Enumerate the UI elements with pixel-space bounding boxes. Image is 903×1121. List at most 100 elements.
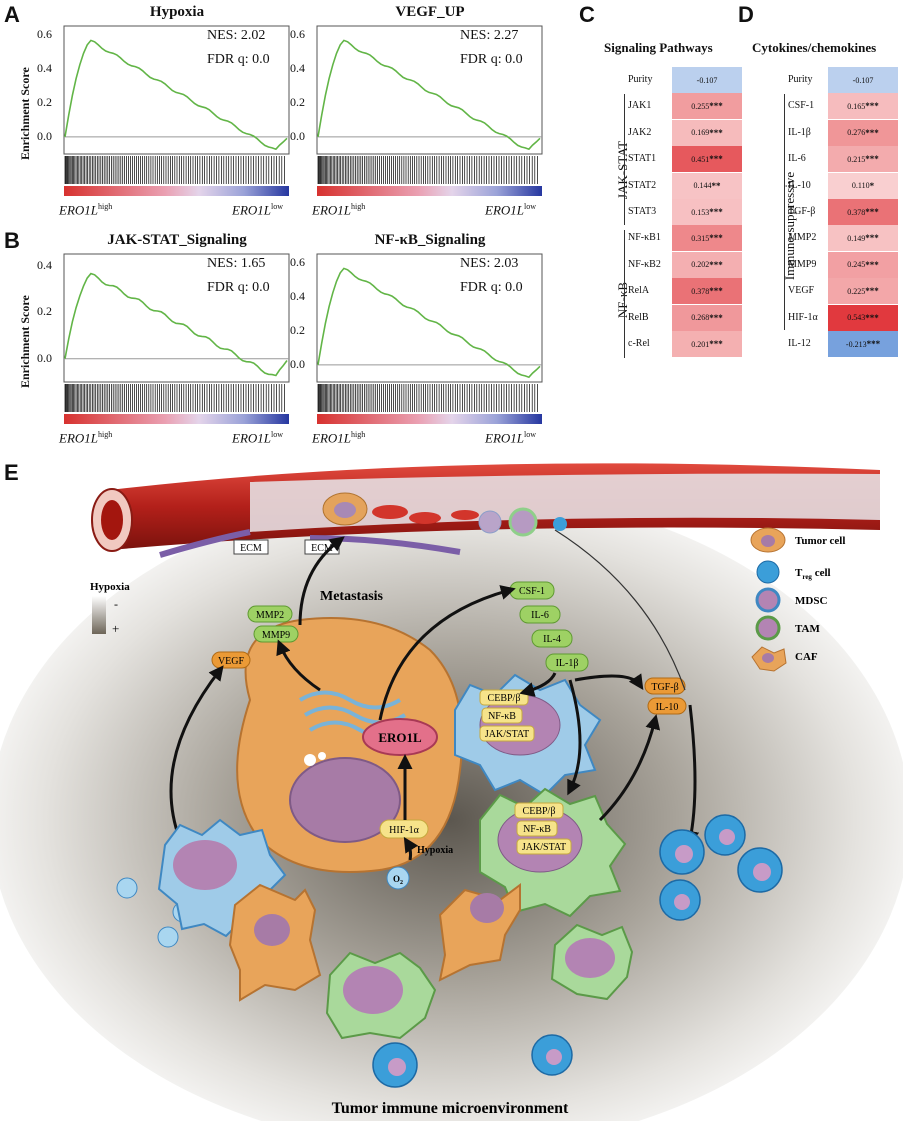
gsea-svg — [63, 253, 290, 424]
heatmap-cell-value: 0.268 — [691, 313, 710, 323]
gsea-y-tick: 0.6 — [290, 254, 305, 269]
heatmap-cell-value: 0.255 — [691, 101, 710, 111]
heatmap-cell-significance: *** — [866, 339, 881, 349]
heatmap-row-label: IL-12 — [788, 338, 811, 349]
ecm-label-2: ECM — [311, 543, 333, 554]
gsea-hit-bars — [317, 156, 538, 184]
heatmap-cell-significance: *** — [865, 101, 879, 112]
il4-label: IL-4 — [543, 634, 561, 645]
heatmap-cell: 0.215*** — [828, 146, 898, 174]
il1b-node — [545, 653, 589, 672]
heatmap-cell: 0.169*** — [672, 119, 742, 147]
gsea-y-tick: 0.4 — [290, 288, 305, 303]
heatmap-cell-value: 0.451 — [691, 154, 710, 164]
heatmap-row-label: STAT3 — [628, 206, 657, 217]
gsea-fdr: FDR q: 0.0 — [207, 52, 270, 67]
heatmap-cell-value: 0.215 — [847, 154, 866, 164]
legend-treg-cell: Treg cell — [795, 567, 831, 581]
gsea-svg — [316, 253, 543, 424]
heatmap-cell-significance: *** — [865, 207, 879, 217]
gsea-rank-gradient — [317, 414, 542, 424]
heatmap-cell: 0.225*** — [828, 278, 898, 306]
heatmap-cell-value: -0.107 — [696, 75, 718, 85]
csf1-label: CSF-1 — [519, 586, 545, 597]
heatmap-cell-significance: *** — [865, 312, 879, 323]
heatmap-row-label: MMP9 — [788, 258, 817, 270]
treg-nuclei — [388, 829, 771, 1076]
gsea-frame — [63, 253, 290, 383]
gsea-group-high: ERO1Lhigh — [312, 430, 366, 446]
heatmap-cell-value: 0.245 — [847, 260, 866, 270]
heatmap-cell-significance: *** — [865, 127, 879, 138]
jak-label-2: JAK/STAT — [522, 842, 566, 853]
caf-cell-right — [438, 883, 521, 982]
heatmap-cell-value: 0.201 — [691, 339, 710, 349]
gsea-y-tick: 0.0 — [37, 350, 52, 365]
thin-arrow — [554, 529, 686, 691]
il4-node — [531, 629, 573, 648]
gsea-rank-gradient — [64, 414, 289, 424]
gsea-plot-title: JAK-STAT_Signaling — [107, 232, 247, 248]
legend-caf: CAF — [795, 651, 818, 663]
heatmap-cell: -0.107 — [828, 67, 898, 94]
heatmap-cell-significance: *** — [709, 259, 723, 270]
il6-label: IL-6 — [531, 610, 549, 621]
heatmap-cell: 0.315*** — [672, 225, 742, 253]
gsea-plot-title: Hypoxia — [149, 4, 205, 20]
heatmap-row-label: STAT2 — [628, 179, 657, 191]
gsea-enrichment-curve — [317, 267, 541, 379]
heatmap-cell: 0.378*** — [828, 199, 898, 226]
hypoxia-arrow-label: Hypoxia — [417, 845, 453, 856]
panel-letter-c: C — [579, 2, 595, 27]
gsea-group-low: ERO1Llow — [232, 430, 283, 446]
hypoxia-legend-plus: + — [112, 621, 119, 636]
heatmap-cell-value: 0.276 — [847, 128, 866, 138]
blood-vessel — [91, 463, 880, 552]
ecm-label-1: ECM — [240, 543, 262, 554]
gsea-rank-gradient — [64, 186, 289, 196]
cebp-label-1: CEBP/β — [488, 693, 521, 704]
gsea-group-high: ERO1Lhigh — [59, 202, 113, 218]
gsea-fdr: FDR q: 0.0 — [460, 52, 523, 67]
gsea-hit-bars — [64, 384, 285, 412]
vegf-label: VEGF — [218, 656, 245, 667]
jak-node-1 — [479, 725, 535, 742]
heatmap-cell: 0.153*** — [672, 199, 742, 226]
gsea-fdr: FDR q: 0.0 — [460, 280, 523, 295]
gsea-frame — [316, 25, 543, 155]
heatmap-cell: 0.276*** — [828, 119, 898, 147]
legend-tumor-cell: Tumor cell — [795, 535, 845, 547]
caf-cell-left — [228, 883, 322, 1002]
heatmap-cell-significance: *** — [865, 259, 879, 270]
hif-label: HIF-1α — [389, 825, 419, 836]
gsea-group-low: ERO1Llow — [232, 202, 283, 218]
cebp-node-2 — [514, 802, 564, 819]
mmp2-node — [247, 605, 293, 623]
heatmap-row-label: Purity — [628, 74, 653, 85]
heatmap-cell-value: -0.107 — [852, 75, 874, 85]
heatmap-cell: 0.144** — [672, 172, 742, 200]
heatmap-cell: 0.255*** — [672, 93, 742, 121]
heatmap-cell-value: 0.225 — [847, 286, 866, 296]
gsea-plot-title: VEGF_UP — [395, 4, 465, 20]
ero1l-label: ERO1L — [378, 730, 422, 745]
gsea-y-tick: 0.2 — [37, 94, 52, 109]
heatmap-row-label: RelB — [628, 311, 649, 323]
heatmap-cell-significance: *** — [865, 286, 879, 297]
heatmap-cell: 0.543*** — [828, 304, 898, 332]
vessel-immune-cell-1 — [478, 510, 502, 534]
metastasis-label: Metastasis — [320, 589, 384, 604]
panel-letter-a: A — [4, 2, 20, 27]
gsea-fdr: FDR q: 0.0 — [207, 280, 270, 295]
gsea-y-tick: 0.4 — [37, 60, 52, 75]
heatmap-row-label: Purity — [788, 74, 813, 85]
tam-cell-bottom — [325, 951, 437, 1040]
gsea-frame — [63, 25, 290, 155]
cebp-label-2: CEBP/β — [523, 806, 556, 817]
heatmap-row-label: NF-κB2 — [628, 258, 661, 270]
gsea-enrichment-curve — [64, 39, 288, 151]
heatmap-cell: 0.110* — [828, 172, 898, 200]
heatmap-cell: 0.165*** — [828, 93, 898, 121]
hypoxia-legend-minus: - — [114, 597, 118, 611]
